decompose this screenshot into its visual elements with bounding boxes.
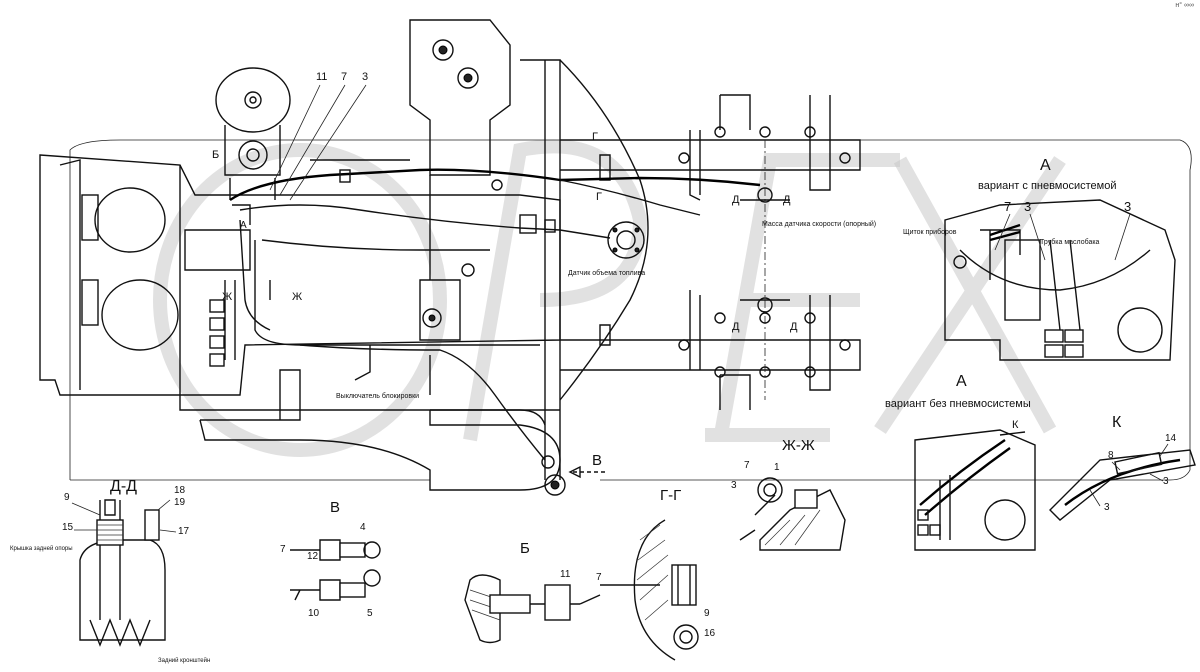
svg-text:7: 7	[596, 572, 602, 583]
svg-text:Г: Г	[596, 191, 602, 203]
svg-text:Г-Г: Г-Г	[660, 487, 681, 504]
wiring-harness	[229, 159, 761, 461]
svg-text:вариант с пневмосистемой: вариант с пневмосистемой	[978, 180, 1117, 192]
svg-text:11: 11	[316, 71, 327, 83]
svg-text:15: 15	[62, 522, 74, 533]
section-gg: Г-Г 9 16	[600, 487, 716, 661]
svg-text:10: 10	[308, 608, 320, 619]
svg-text:А: А	[956, 373, 967, 390]
view-b: Б 11 7	[464, 540, 602, 644]
view-a-pneumatic: А вариант с пневмосистемой 7 3 3 Щиток п…	[903, 157, 1176, 361]
svg-text:Выключатель блокировки: Выключатель блокировки	[336, 392, 419, 400]
fuel-sensor	[607, 221, 645, 259]
svg-text:В: В	[330, 499, 340, 516]
svg-text:9: 9	[704, 608, 710, 619]
svg-text:7: 7	[341, 71, 347, 83]
svg-text:11: 11	[560, 569, 571, 580]
svg-text:3: 3	[1163, 476, 1169, 487]
svg-text:вариант без пневмосистемы: вариант без пневмосистемы	[885, 398, 1031, 410]
svg-text:Д: Д	[732, 321, 740, 333]
frame-outline	[69, 139, 1192, 481]
svg-text:Д: Д	[732, 194, 740, 206]
svg-text:12: 12	[307, 551, 319, 562]
svg-text:Трубка маслобака: Трубка маслобака	[1040, 238, 1100, 246]
svg-text:9: 9	[64, 492, 70, 503]
svg-text:3: 3	[731, 480, 737, 491]
svg-text:4: 4	[360, 522, 366, 533]
svg-text:А: А	[240, 220, 247, 231]
svg-text:3: 3	[362, 71, 368, 83]
svg-text:14: 14	[1165, 433, 1177, 444]
svg-text:18: 18	[174, 485, 186, 496]
svg-text:Г: Г	[592, 131, 598, 143]
svg-text:К: К	[1012, 419, 1019, 431]
svg-text:16: 16	[704, 628, 716, 639]
view-v: В 12 4 7 10 5	[280, 499, 381, 619]
svg-text:3: 3	[1124, 199, 1131, 214]
svg-text:Ж-Ж: Ж-Ж	[782, 437, 815, 454]
section-dd: Д-Д 9 18 19 15 17 Крышка задней опоры За…	[10, 478, 210, 664]
svg-text:К: К	[1112, 414, 1122, 431]
svg-text:19: 19	[174, 497, 186, 508]
svg-text:7: 7	[280, 544, 286, 555]
svg-text:Б: Б	[520, 540, 530, 557]
svg-text:Ж: Ж	[222, 291, 232, 303]
svg-text:7: 7	[744, 460, 750, 471]
corner-mark: н° ∞∞	[1175, 2, 1194, 9]
svg-text:Щиток приборов: Щиток приборов	[903, 228, 957, 236]
svg-text:Б: Б	[212, 149, 219, 161]
svg-text:Крышка задней опоры: Крышка задней опоры	[10, 545, 73, 552]
svg-text:Задний кронштейн: Задний кронштейн	[158, 657, 210, 664]
svg-text:1: 1	[774, 462, 780, 473]
chassis-right	[559, 59, 861, 410]
svg-text:3: 3	[1024, 199, 1031, 214]
watermark	[153, 139, 1066, 457]
view-k: К 8 14 3 3	[1049, 414, 1196, 521]
svg-text:А: А	[1040, 157, 1051, 174]
svg-text:7: 7	[1004, 199, 1011, 214]
svg-text:8: 8	[1108, 450, 1114, 461]
view-arrow-v: В	[568, 452, 605, 479]
svg-text:3: 3	[1104, 502, 1110, 513]
view-a-no-pneumatic: А вариант без пневмосистемы К	[885, 373, 1036, 551]
top-left-pulley	[215, 67, 291, 200]
svg-text:Масса датчика скорости (опорны: Масса датчика скорости (опорный)	[762, 220, 876, 228]
section-zhzh: Ж-Ж 7 1 3	[731, 437, 846, 551]
svg-text:Д: Д	[783, 194, 791, 206]
svg-text:В: В	[592, 452, 602, 469]
svg-text:Д-Д: Д-Д	[110, 478, 137, 495]
svg-text:17: 17	[178, 526, 190, 537]
lower-tank	[199, 369, 566, 496]
svg-text:Ж: Ж	[292, 291, 302, 303]
svg-text:5: 5	[367, 608, 373, 619]
svg-text:Датчик объема топлива: Датчик объема топлива	[568, 269, 645, 277]
svg-text:Д: Д	[790, 321, 798, 333]
